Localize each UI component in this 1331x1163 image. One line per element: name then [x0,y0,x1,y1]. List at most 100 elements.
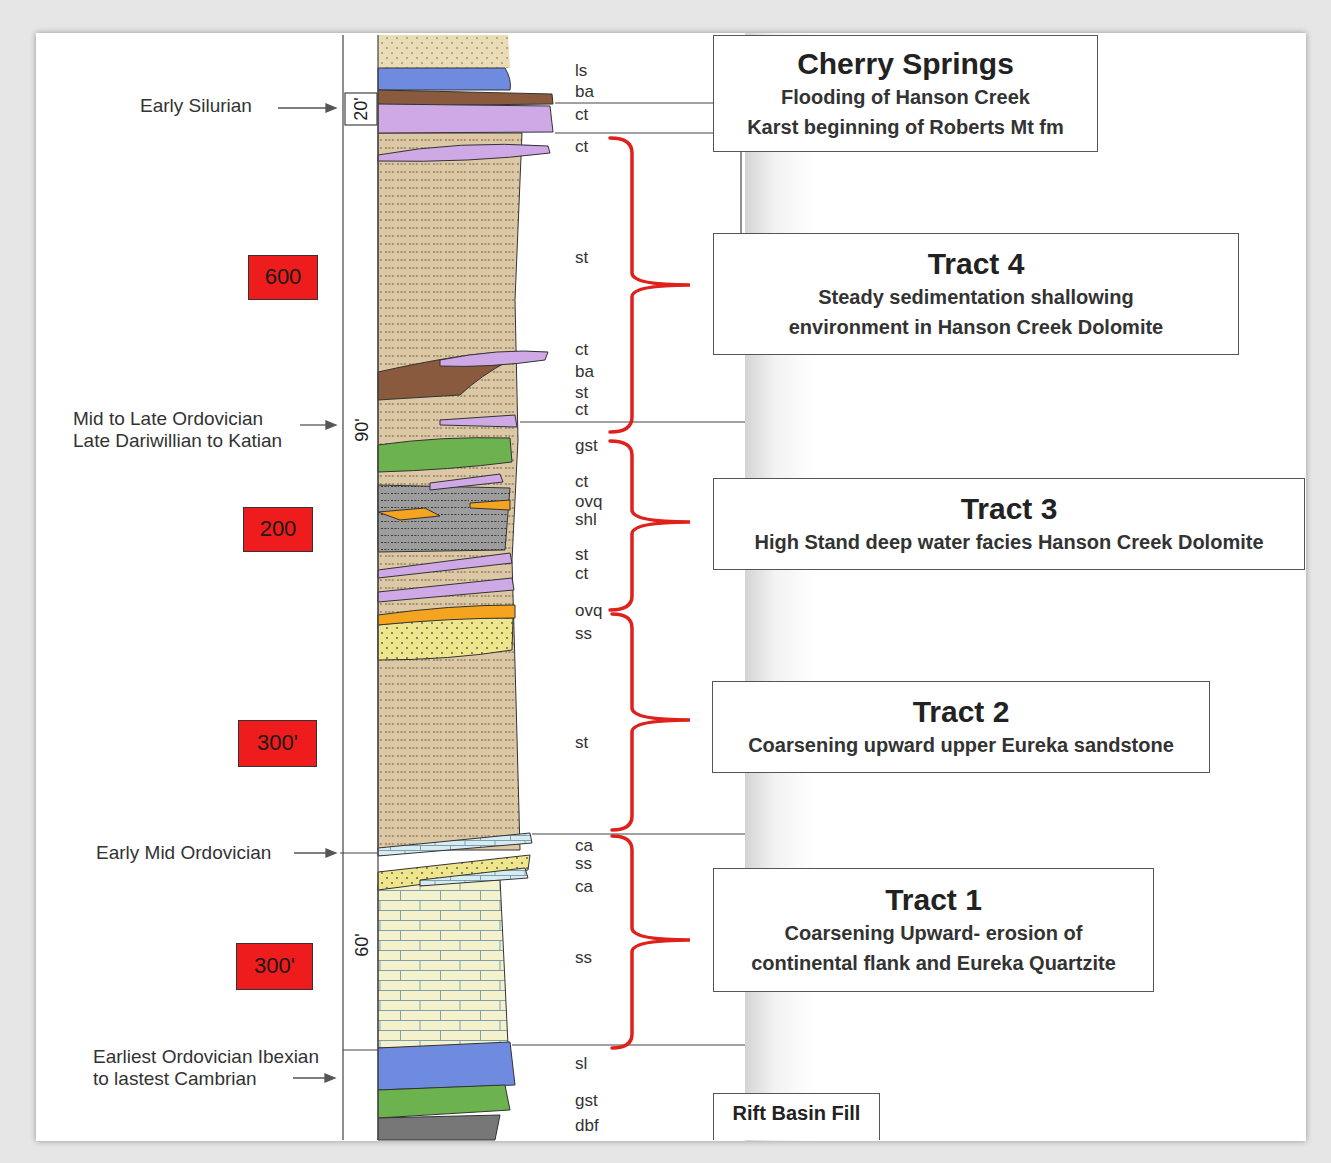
thickness-box: 300' [238,720,317,767]
box-text: High Stand deep water facies Hanson Cree… [754,527,1263,557]
age-label: Mid to Late Ordovician Late Dariwillian … [73,408,295,452]
box-text: Coarsening Upward- erosion of continenta… [722,918,1145,978]
lithology-code: st [575,250,588,266]
gst-lens [378,438,512,472]
arrow-head [326,421,336,429]
gst-layer [378,1085,510,1118]
lithology-code: st [575,385,588,401]
tract-bracket [612,614,690,830]
scale-label: 60' [353,933,371,956]
thickness-box: 200 [243,507,313,552]
lithology-code: ct [575,107,588,123]
arrow-head [326,849,336,857]
tract-box: Tract 4Steady sedimentation shallowing e… [713,233,1239,355]
lithology-code: ovq [575,494,602,510]
lithology-code: ss [575,856,592,872]
basin-box: Rift Basin Fill [713,1093,880,1140]
box-title: Tract 4 [928,246,1025,282]
lithology-code: ss [575,950,592,966]
lithology-code: ct [575,342,588,358]
scale-tick [340,853,378,1050]
leader-arrow [294,852,328,853]
lithology-code: ovq [575,603,602,619]
age-label: Earliest Ordovician Ibexian to lastest C… [93,1046,329,1090]
tract-bracket [610,138,690,432]
thickness-number: 600 [265,264,302,290]
lithology-code: ss [575,626,592,642]
scale-box [345,93,377,125]
box-title: Cherry Springs [797,46,1014,82]
ca-lens [420,868,528,886]
lithology-code: ba [575,364,594,380]
leader-arrow [300,424,328,425]
ba-layer [378,90,553,106]
lithology-code: ct [575,566,588,582]
lithology-code: st [575,547,588,563]
lithology-code: gst [575,1093,598,1109]
lithology-code: ca [575,879,593,895]
ss-lens [378,855,530,890]
box-text: Flooding of Hanson Creek [781,82,1030,112]
ct-lens [440,351,548,366]
ct-lens [378,578,514,602]
sl-layer [378,1042,515,1090]
ct-lens [430,474,503,490]
box-title: Tract 3 [961,491,1058,527]
box-text: Rift Basin Fill [733,1098,861,1128]
sequence-box: Cherry SpringsFlooding of Hanson CreekKa… [713,35,1098,152]
boundary-line [512,103,745,1045]
lithology-code: ct [575,474,588,490]
thickness-number: 300' [254,953,295,979]
scale-label: 20' [352,97,370,120]
brick-layer [378,878,508,1048]
age-label: Early Silurian [140,95,252,117]
thickness-number: 200 [260,516,297,542]
scale-line [343,35,378,1140]
ca-layer [378,833,532,856]
ct-lens [378,553,512,578]
ovq-lens [470,500,510,510]
box-text: Karst beginning of Roberts Mt fm [747,112,1064,142]
sand-layer [378,35,510,68]
box-title: Tract 2 [913,694,1010,730]
ct-layer [378,104,553,133]
age-label: Early Mid Ordovician [96,842,271,864]
lithology-code: dbf [575,1118,599,1134]
tract-box: Tract 2Coarsening upward upper Eureka sa… [712,681,1210,773]
ovq-lens [378,508,440,520]
scale-label: 90' [353,418,371,441]
ct-lens [378,144,550,161]
lithology-code: gst [575,438,598,454]
lithology-code: ls [575,63,587,79]
ss-layer [378,617,513,660]
shale-layer [378,485,510,552]
dbf-layer [378,1115,500,1140]
tract-box: Tract 1Coarsening Upward- erosion of con… [713,868,1154,992]
arrow-head [325,1074,335,1082]
thickness-number: 300' [257,730,298,756]
tract-bracket [612,836,690,1048]
box-title: Tract 1 [885,882,982,918]
lithology-code: sl [575,1056,587,1072]
limestone-layer [378,68,510,90]
ovq-layer [378,605,515,625]
tract-box: Tract 3High Stand deep water facies Hans… [713,478,1305,570]
box-text: Coarsening upward upper Eureka sandstone [748,730,1174,760]
connector-line [740,152,741,233]
thickness-box: 300' [236,943,313,990]
siltstone-body [378,133,522,850]
ct-lens [440,415,517,427]
lithology-code: shl [575,512,597,528]
arrow-head [326,104,336,112]
thickness-box: 600 [248,255,318,300]
box-text: Steady sedimentation shallowing environm… [722,282,1230,342]
lithology-code: st [575,735,588,751]
lithology-code: ct [575,402,588,418]
leader-arrow [278,107,328,108]
leader-arrow [293,1077,327,1078]
lithology-code: ct [575,139,588,155]
lithology-code: ca [575,838,593,854]
tract-bracket [610,441,690,610]
lithology-code: ba [575,84,594,100]
